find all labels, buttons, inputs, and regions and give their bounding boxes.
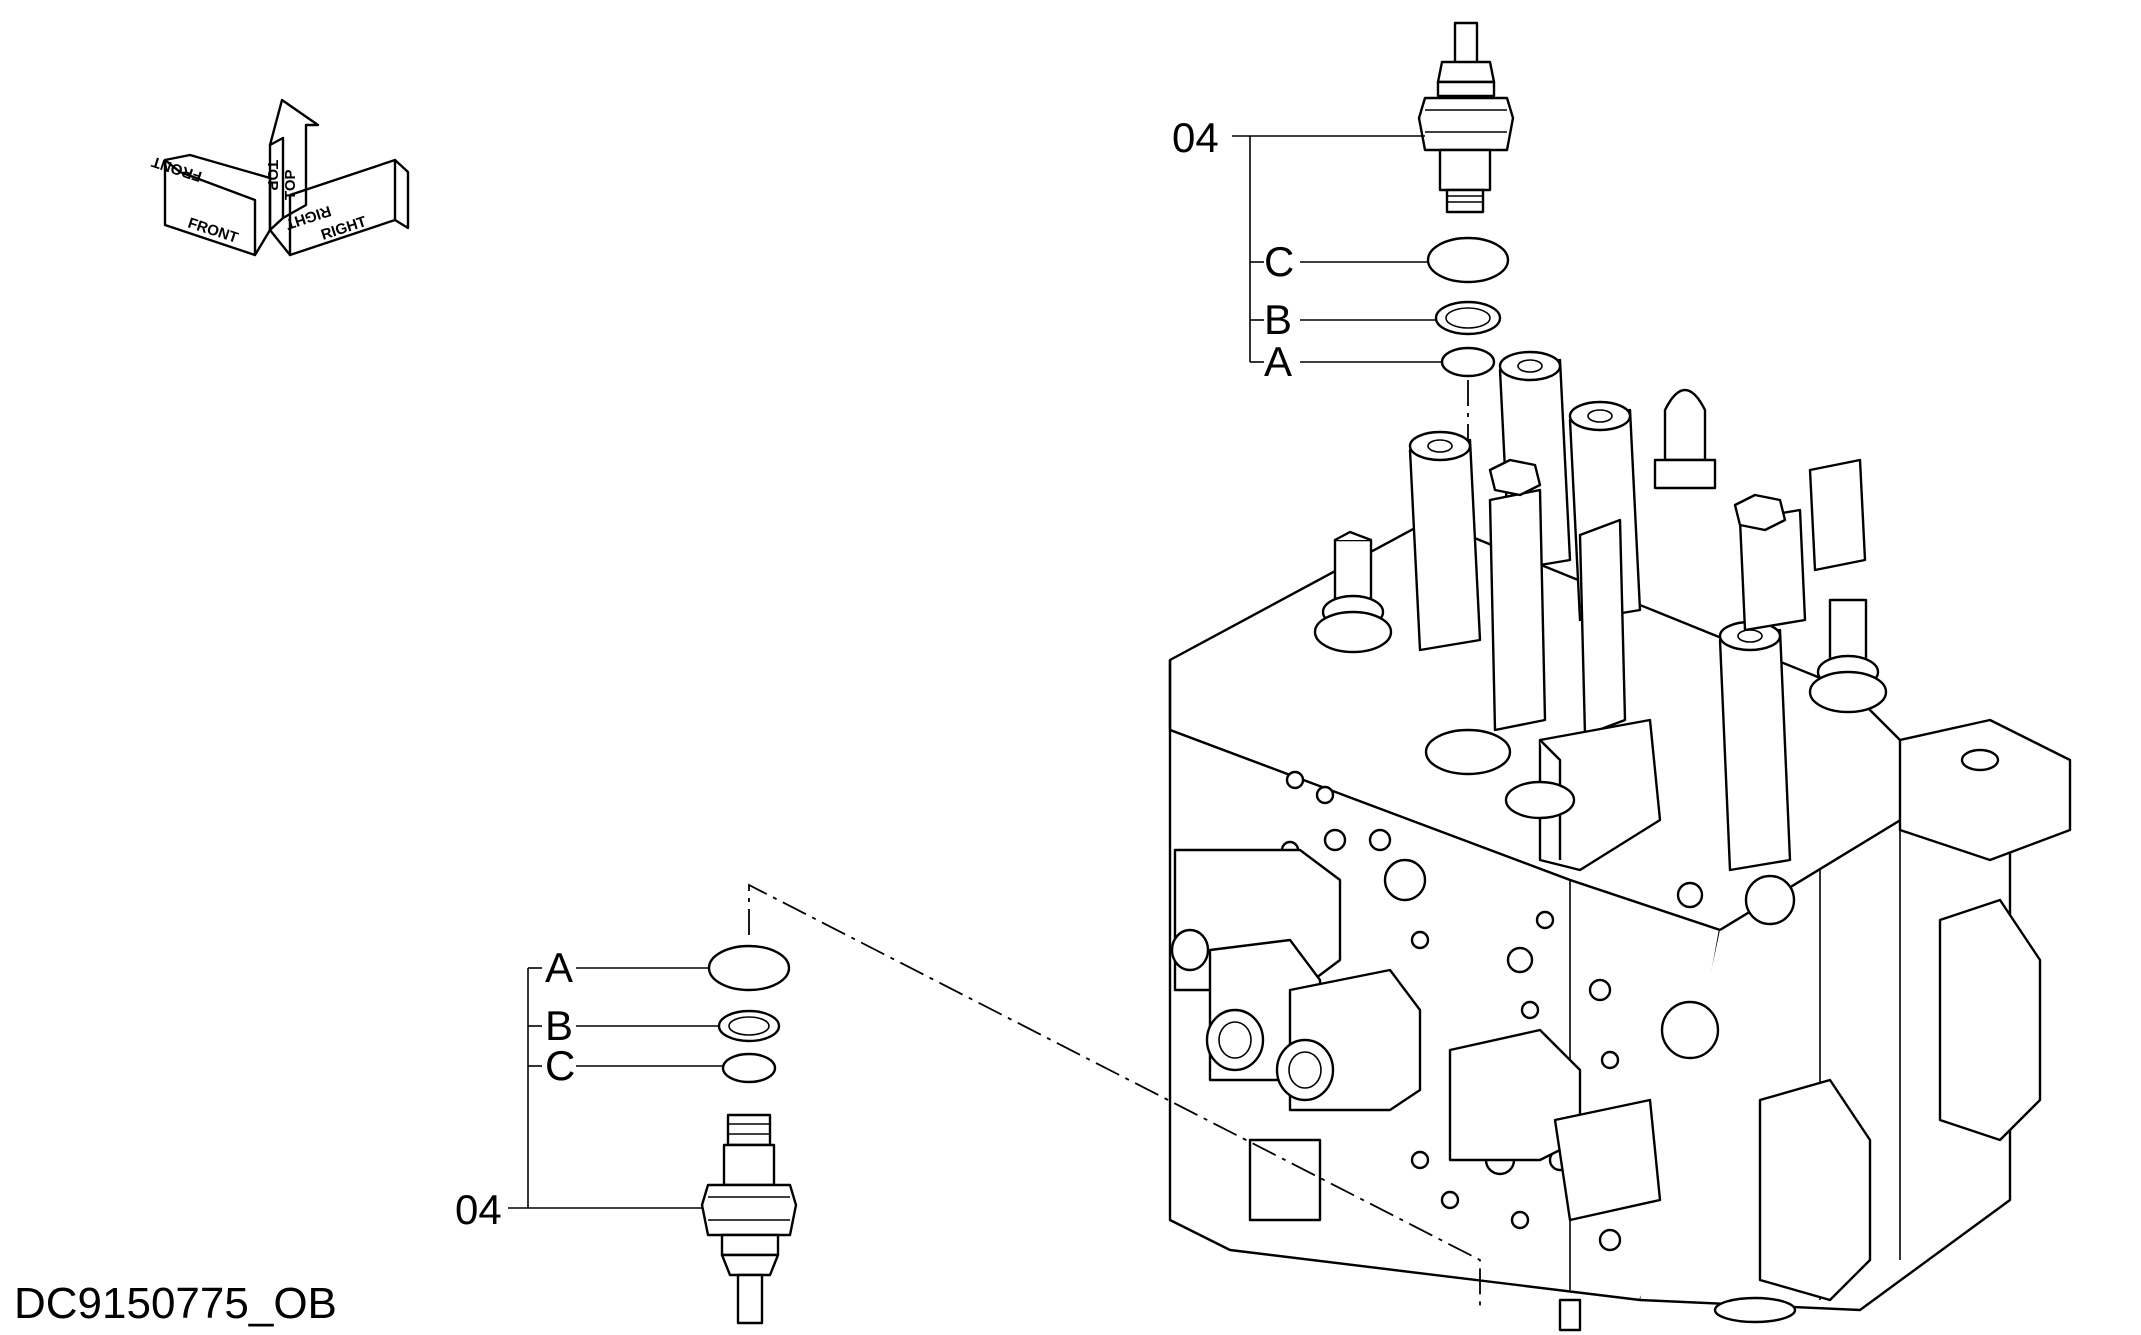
installation-centerline-bottom	[748, 883, 1481, 1310]
callout-a-bottom: A	[545, 944, 573, 991]
callout-part-04-bottom: 04	[455, 1186, 502, 1233]
relief-valve-top	[1417, 21, 1515, 214]
orientation-top-label: TOP	[282, 169, 299, 200]
callout-b-top: B	[1264, 296, 1292, 343]
callout-leaders-bottom	[508, 967, 723, 1209]
callout-a-top: A	[1264, 338, 1292, 385]
orientation-top-label-mirrored: TOP	[264, 160, 281, 191]
callout-c-bottom: C	[545, 1042, 575, 1089]
relief-valve-bottom	[700, 1113, 798, 1325]
callout-part-04-top: 04	[1172, 114, 1219, 161]
o-ring-a-bottom	[707, 944, 791, 992]
backup-ring-b-bottom-inner	[728, 1016, 770, 1036]
backup-ring-b-bottom	[717, 1009, 781, 1043]
orientation-arrows-icon: FRONT FRONT TOP TOP RIGHT RIGHT	[150, 98, 410, 257]
o-ring-c-bottom	[721, 1052, 777, 1084]
drawing-id: DC9150775_OB	[14, 1279, 337, 1328]
o-ring-a-top	[1440, 346, 1496, 378]
backup-ring-b-top-inner	[1445, 307, 1491, 329]
control-valve-body	[1168, 350, 2072, 1332]
callout-leaders-top	[1232, 135, 1442, 363]
callout-c-top: C	[1264, 238, 1294, 285]
callout-b-bottom: B	[545, 1002, 573, 1049]
o-ring-c-top	[1426, 236, 1510, 284]
backup-ring-b-top	[1434, 300, 1502, 336]
